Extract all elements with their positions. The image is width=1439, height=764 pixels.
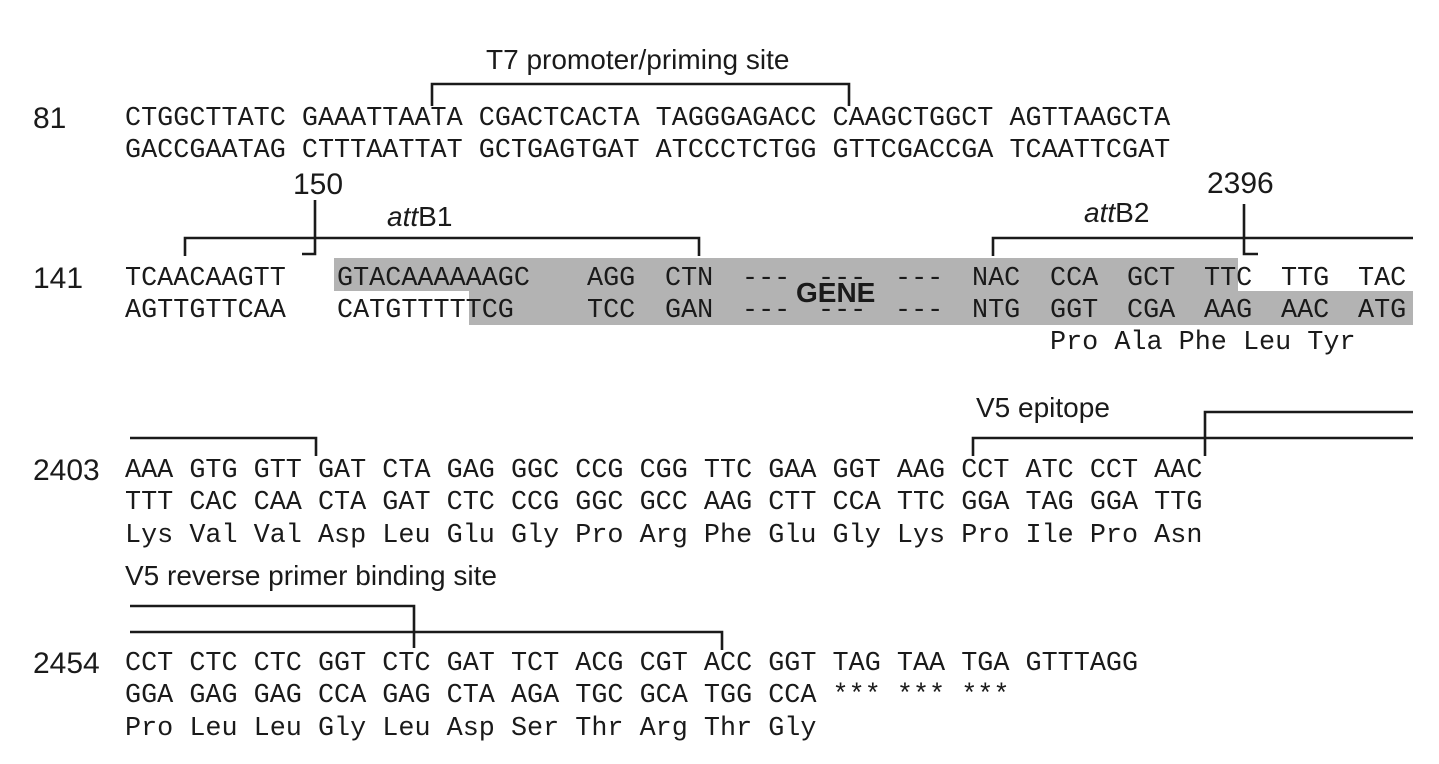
- v5-epitope-label: V5 epitope: [976, 392, 1110, 423]
- top-141-seg12: TTG: [1281, 264, 1329, 294]
- bottom-141-seg8: NTG: [972, 296, 1020, 326]
- top-141-seg5: ---: [742, 264, 790, 294]
- block-2454-protein: Pro Leu Leu Gly Leu Asp Ser Thr Arg Thr …: [125, 714, 816, 744]
- gene-label: GENE: [796, 277, 875, 308]
- top-141-seg10: GCT: [1127, 264, 1175, 294]
- block-141-protein: Pro Ala Phe Leu Tyr: [1050, 328, 1356, 358]
- top-141-seg13: TAC: [1358, 264, 1406, 294]
- block-81-bottom-strand: GACCGAATAG CTTTAATTAT GCTGAGTGAT ATCCCTC…: [125, 136, 1170, 166]
- block-2454-top-strand: CCT CTC CTC GGT CTC GAT TCT ACG CGT ACC …: [125, 649, 1138, 679]
- pos2396-marker: [1242, 204, 1258, 256]
- block-2403-protein: Lys Val Val Asp Leu Glu Gly Pro Arg Phe …: [125, 521, 1202, 551]
- v5-reverse-label: V5 reverse primer binding site: [125, 560, 497, 591]
- attb2-rest: B2: [1115, 197, 1149, 228]
- v5-epitope-bracket-end: [130, 630, 724, 650]
- attb1-italic: att: [387, 201, 419, 232]
- v5-reverse-primer-bracket-end: [130, 604, 416, 648]
- v5-reverse-primer-bracket-start: [1203, 410, 1413, 456]
- gene-shade-bottom: [469, 291, 1413, 325]
- top-141-seg3: AGG: [587, 264, 635, 294]
- top-141-seg8: NAC: [972, 264, 1020, 294]
- top-141-seg1: TCAACAAGTT: [125, 264, 286, 294]
- bottom-141-seg6: ---: [818, 296, 866, 326]
- pos2396-label: 2396: [1207, 167, 1274, 200]
- block-2403-number: 2403: [33, 454, 100, 487]
- t7-label: T7 promoter/priming site: [486, 44, 789, 75]
- bottom-141-seg1: AGTTGTTCAA: [125, 296, 287, 326]
- bottom-141-seg11: AAG: [1204, 296, 1252, 326]
- t7-bracket: [430, 82, 851, 106]
- gene-shade-top: [334, 258, 1238, 291]
- block-2454-bottom-strand: GGA GAG GAG CCA GAG CTA AGA TGC GCA TGG …: [125, 681, 1009, 711]
- block-2454-number: 2454: [33, 647, 100, 680]
- attb2-continuation-bracket: [130, 436, 318, 456]
- top-141-seg9: CCA: [1050, 264, 1099, 294]
- block-141-number: 141: [33, 262, 83, 295]
- pos150-label: 150: [293, 168, 343, 201]
- bottom-141-seg13: ATG: [1358, 296, 1406, 326]
- pos150-marker: [302, 200, 317, 256]
- bottom-141-seg10: CGA: [1127, 296, 1176, 326]
- top-141-seg4: CTN: [665, 264, 713, 294]
- attb2-italic: att: [1084, 197, 1116, 228]
- bottom-141-seg12: AAC: [1281, 296, 1329, 326]
- block-141-bottom-strand: AGTTGTTCAA CATGTTTTTCG TCC GAN --- --- -…: [125, 296, 1439, 326]
- top-141-seg11: TTC: [1204, 264, 1252, 294]
- bottom-141-seg7: ---: [895, 296, 943, 326]
- top-141-seg2: GTACAAAAAAGC: [337, 264, 530, 294]
- block-141-top-strand: TCAACAAGTT GTACAAAAAAGC AGG CTN --- --- …: [125, 264, 1439, 294]
- block-2403-bottom-strand: TTT CAC CAA CTA GAT CTC CCG GGC GCC AAG …: [125, 488, 1202, 518]
- top-141-seg6: ---: [818, 264, 866, 294]
- bottom-141-seg3: TCC: [587, 296, 635, 326]
- bottom-141-seg4: GAN: [665, 296, 713, 326]
- block-2403-top-strand: AAA GTG GTT GAT CTA GAG GGC CCG CGG TTC …: [125, 456, 1202, 486]
- attb1-rest: B1: [418, 201, 452, 232]
- attb2-bracket: [991, 236, 1413, 256]
- bottom-141-seg5: ---: [742, 296, 790, 326]
- bottom-141-seg9: GGT: [1050, 296, 1098, 326]
- bottom-141-seg2: CATGTTTTTCG: [337, 296, 514, 326]
- top-141-seg7: ---: [895, 264, 943, 294]
- attb1-label: attB1: [387, 201, 452, 232]
- attb2-label: attB2: [1084, 197, 1149, 228]
- v5-epitope-bracket: [971, 436, 1413, 456]
- attb1-bracket: [183, 236, 701, 256]
- block-81-top-strand: CTGGCTTATC GAAATTAATA CGACTCACTA TAGGGAG…: [125, 104, 1171, 134]
- block-81-number: 81: [33, 102, 66, 135]
